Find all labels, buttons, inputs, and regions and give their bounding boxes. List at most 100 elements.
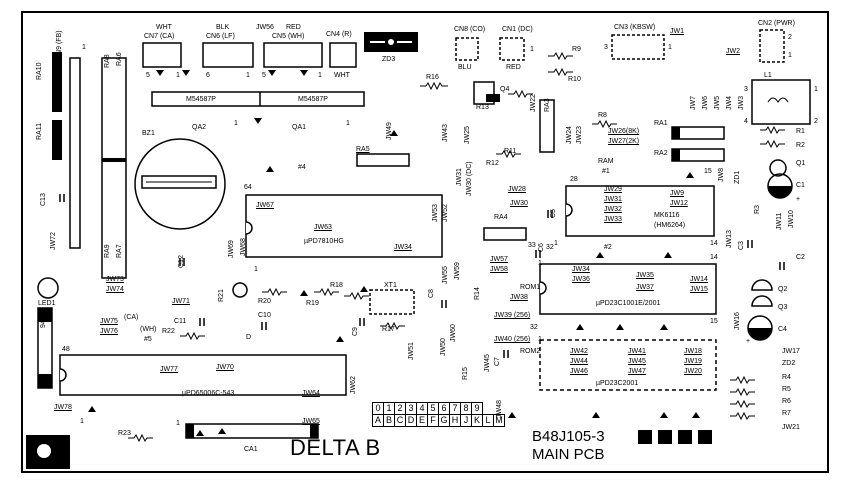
u4-label: #4: [298, 164, 306, 171]
jumper-label: JW35: [636, 272, 654, 279]
mk6116-label: MK6116: [654, 212, 680, 219]
cn7-label: CN7 (CA): [144, 33, 175, 40]
c12-label: C12: [178, 255, 185, 268]
upd7810-label: µPD7810HG: [304, 238, 344, 245]
r9-label: R9: [572, 46, 581, 53]
cn4-connector: [329, 42, 357, 68]
jumper-label: JW75: [100, 318, 118, 325]
ram-number: #1: [602, 168, 610, 175]
upd65006-label: µPD65006C-543: [182, 390, 235, 397]
r15-label: R15: [462, 367, 469, 380]
jumper-label: JW4: [726, 96, 733, 110]
r14-label: R14: [474, 287, 481, 300]
jumper-label: JW68: [240, 238, 247, 256]
jumper-label: JW52: [442, 204, 449, 222]
pin-label: 15: [704, 168, 712, 175]
cn1-label: CN1 (DC): [502, 26, 533, 33]
qa1-label: QA1: [292, 124, 307, 131]
ra1-label: RA1: [654, 120, 668, 127]
jumper-label: JW39 (256): [494, 312, 531, 319]
cn4-label: CN4 (R): [326, 31, 352, 38]
jumper-label: JW19: [684, 358, 702, 365]
part-number-blocks: [638, 430, 712, 444]
pin-label: 6: [206, 72, 210, 79]
pin-label: 1: [254, 266, 258, 273]
upd7810-chip: [245, 194, 443, 258]
jumper-label: JW6: [702, 96, 709, 110]
c6-label: C6: [538, 243, 545, 252]
pin-label: 33: [528, 242, 536, 249]
jumper-label: JW42: [570, 348, 588, 355]
pin-label: 15: [710, 318, 718, 325]
jumper-label: JW34: [572, 266, 590, 273]
r11-label: R11: [504, 148, 517, 155]
cn5-color: RED: [286, 24, 301, 31]
jumper-label: JW1: [670, 28, 684, 35]
pin-label: 14: [710, 240, 718, 247]
c9-label: C9: [352, 327, 359, 336]
c4-label: C4: [778, 326, 787, 333]
jumper-label: JW31: [456, 168, 463, 186]
ram-number-2: #2: [604, 244, 612, 251]
r22-label: R22: [162, 328, 175, 335]
qa1-part: M54587P: [298, 96, 328, 103]
jumper-label: JW30 (DC): [466, 161, 473, 196]
bz1-label: BZ1: [142, 130, 155, 137]
conn-marker-93: 93: [40, 380, 47, 388]
cn1-color: RED: [506, 64, 521, 71]
pin-label: 1: [538, 336, 542, 343]
qa2-part: M54587P: [186, 96, 216, 103]
jumper-label: JW30: [510, 200, 528, 207]
jumper-label: JW28: [508, 186, 526, 193]
board-outline: [21, 11, 829, 473]
cn3-connector: [611, 34, 665, 60]
pin-label: 1: [814, 86, 818, 93]
r21-label: R21: [218, 289, 225, 302]
jumper-label: JW21: [782, 424, 800, 431]
xt1-crystal: [369, 289, 415, 315]
legend-cell: M: [493, 414, 505, 427]
cn7-color: WHT: [156, 24, 172, 31]
jumper-label: JW45: [628, 358, 646, 365]
ra2-label: RA2: [654, 150, 668, 157]
xt1-label: XT1: [384, 282, 397, 289]
jumper-label: JW31: [604, 196, 622, 203]
pin-label: 28: [570, 176, 578, 183]
r7-label: R7: [782, 410, 791, 417]
conn-marker-94: 94: [40, 320, 47, 328]
jumper-label: JW45: [484, 354, 491, 372]
pin-label: 1: [234, 120, 238, 127]
cn7-connector: [142, 42, 182, 68]
jumper-label: JW24: [566, 126, 573, 144]
jumper-label: JW46: [570, 368, 588, 375]
r18-label: R18: [330, 282, 343, 289]
jw56-label: JW56: [256, 24, 274, 31]
rom2-chip: [539, 339, 717, 391]
pin-label: 1: [80, 418, 84, 425]
jumper-label: JW13: [726, 230, 733, 248]
cn2-connector: [759, 29, 785, 63]
pin-label: 1: [668, 44, 672, 51]
cn8-connector: [455, 37, 479, 61]
rom1-label: ROM1: [520, 284, 541, 291]
jumper-label: JW17: [782, 348, 800, 355]
jumper-label: JW3: [738, 96, 745, 110]
ra5-label: RA5: [356, 146, 370, 153]
jumper-label: JW43: [442, 124, 449, 142]
jumper-label: JW40 (256): [494, 336, 531, 343]
l1-inductor: [751, 79, 811, 125]
pin-label: 1: [538, 260, 542, 267]
jumper-label: JW51: [408, 342, 415, 360]
r23-label: R23: [118, 430, 131, 437]
jumper-label: JW49: [386, 122, 393, 140]
corner-hole: [37, 444, 51, 458]
jumper-label: JW29: [604, 186, 622, 193]
zd3-label: ZD3: [382, 56, 396, 63]
jumper-label: JW14: [690, 276, 708, 283]
cn1-connector: [499, 37, 525, 61]
jumper-label: JW23: [576, 126, 583, 144]
pin-label: 2: [814, 118, 818, 125]
cn8-color: BLU: [458, 64, 472, 71]
ra3-label: RA3: [544, 98, 551, 112]
board-title: DELTA B: [290, 435, 381, 460]
